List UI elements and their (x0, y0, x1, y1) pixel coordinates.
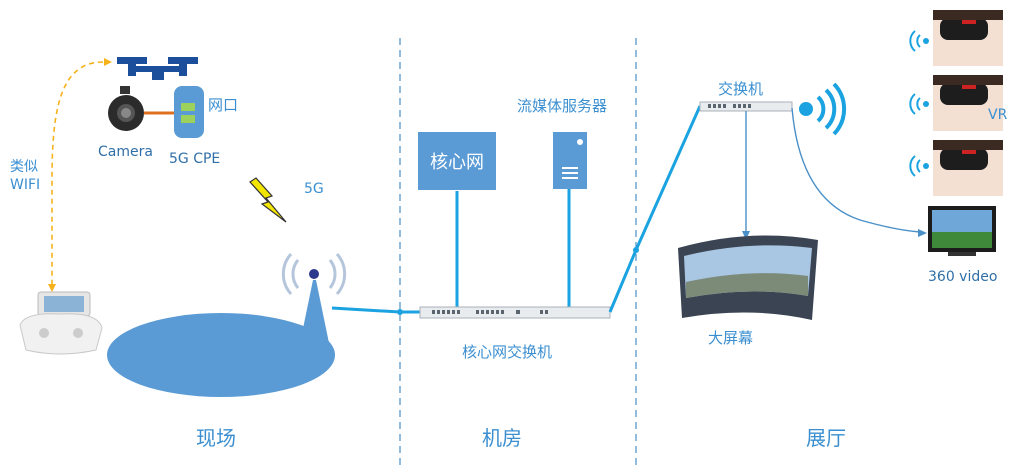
zone-scene-label: 现场 (196, 426, 236, 450)
vr-headset-icon (933, 10, 1003, 66)
wifi-signal-icon (909, 30, 929, 52)
wifi-signal-icon (909, 93, 929, 115)
5g-label: 5G (304, 181, 324, 197)
vr-headset-icon (933, 140, 1003, 196)
zone-room-label: 机房 (482, 426, 522, 450)
camera-label: Camera (98, 144, 153, 160)
vr-headset-icon (933, 75, 1003, 131)
core-switch-label: 核心网交换机 (462, 343, 553, 361)
server-icon (553, 132, 587, 189)
wifi-like-label: 类似 (10, 159, 38, 175)
switch-icon (699, 101, 793, 112)
wifi-label: WIFI (10, 177, 41, 193)
camera-icon (108, 86, 144, 131)
cpe-icon (174, 86, 204, 138)
tv-link (791, 107, 921, 233)
big-screen-label: 大屏幕 (708, 329, 754, 347)
cpe-label: 5G CPE (169, 151, 221, 167)
bs-switch-link (331, 306, 420, 314)
base-station-icon (281, 253, 347, 343)
vr-label: VR (988, 107, 1008, 123)
port-label: 网口 (208, 96, 239, 114)
wifi-signal-icon (909, 155, 929, 177)
360-video-label: 360 video (928, 269, 998, 285)
lightning-icon (249, 177, 287, 223)
streaming-server-label: 流媒体服务器 (517, 97, 608, 115)
remote-controller-icon (19, 291, 103, 355)
core-network-box: 核心网 (418, 132, 496, 190)
tv-icon (928, 206, 996, 256)
wifi-signal-icon (799, 82, 847, 136)
zone-hall-label: 展厅 (806, 426, 846, 450)
hall-switch-label: 交换机 (718, 80, 764, 98)
drone-icon (117, 57, 198, 80)
big-screen-icon (678, 235, 818, 320)
wifi-link (51, 61, 104, 286)
switch-icon (419, 306, 611, 319)
field-area (107, 313, 335, 397)
